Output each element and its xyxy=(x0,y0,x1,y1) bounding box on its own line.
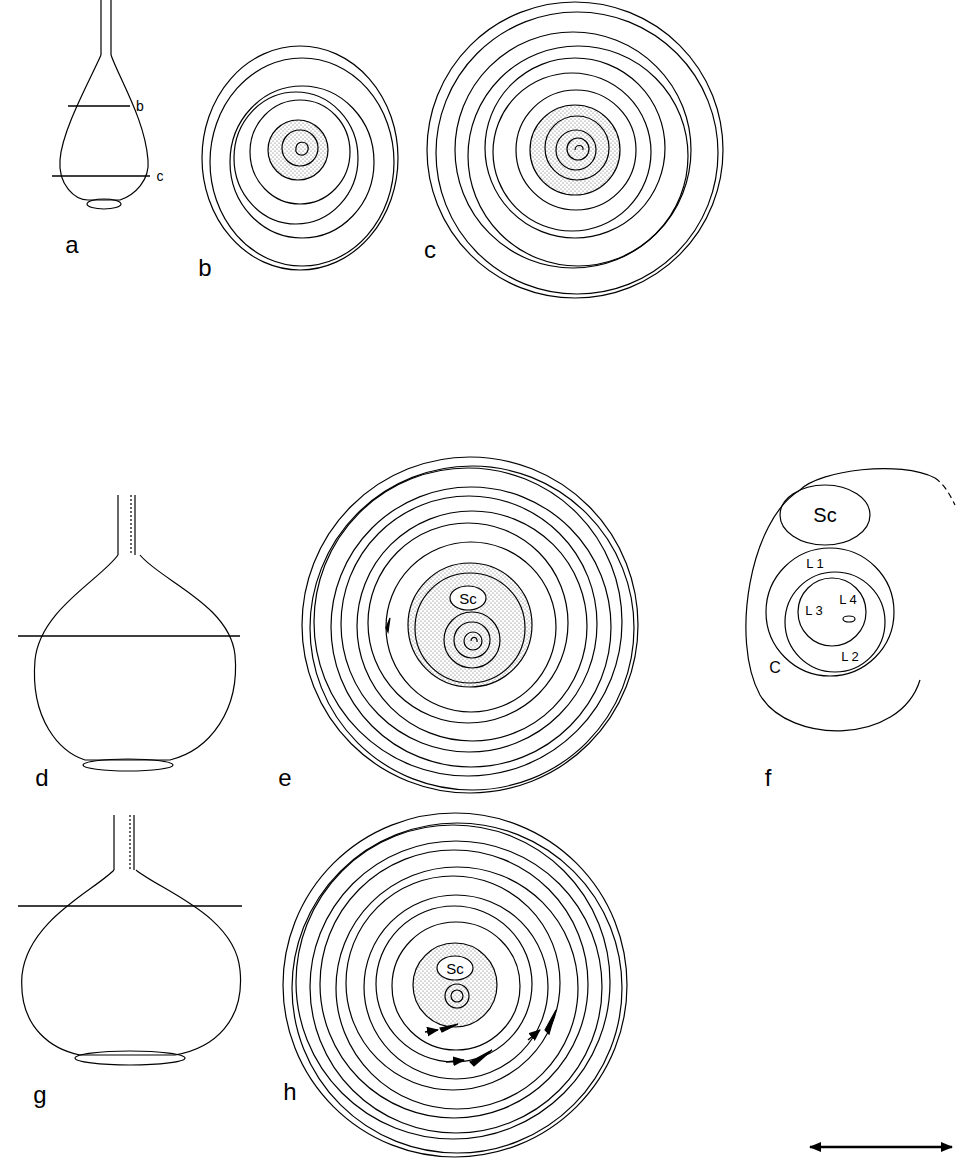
bulb-outline-g xyxy=(18,815,242,1065)
cross-section-b xyxy=(202,46,398,270)
part-label: L 4 xyxy=(839,593,857,606)
panel-letter: a xyxy=(65,233,78,257)
detail-f xyxy=(746,469,955,731)
cross-section-e xyxy=(302,457,638,793)
part-label: L 2 xyxy=(841,650,859,663)
panel-letter: b xyxy=(198,256,211,280)
bulb-outline-a xyxy=(52,0,150,209)
panel-letter: g xyxy=(33,1083,46,1107)
part-label: L 1 xyxy=(806,557,824,570)
panel-letter: e xyxy=(278,766,291,790)
panel-letter: h xyxy=(283,1080,296,1104)
scale-bar xyxy=(810,1146,952,1149)
panel-letter: d xyxy=(35,766,48,790)
part-label: Sc xyxy=(459,591,477,606)
part-label: L 3 xyxy=(805,604,823,617)
part-label: Sc xyxy=(446,961,464,976)
cross-section-c xyxy=(427,2,723,298)
section-marker: b xyxy=(136,99,144,113)
section-marker: c xyxy=(157,169,164,183)
panel-letter: c xyxy=(424,238,436,262)
part-label: Sc xyxy=(813,505,836,525)
panel-letter: f xyxy=(765,766,772,790)
bulb-outline-d xyxy=(18,495,240,771)
part-label: C xyxy=(769,660,781,676)
cross-section-h xyxy=(283,813,627,1157)
